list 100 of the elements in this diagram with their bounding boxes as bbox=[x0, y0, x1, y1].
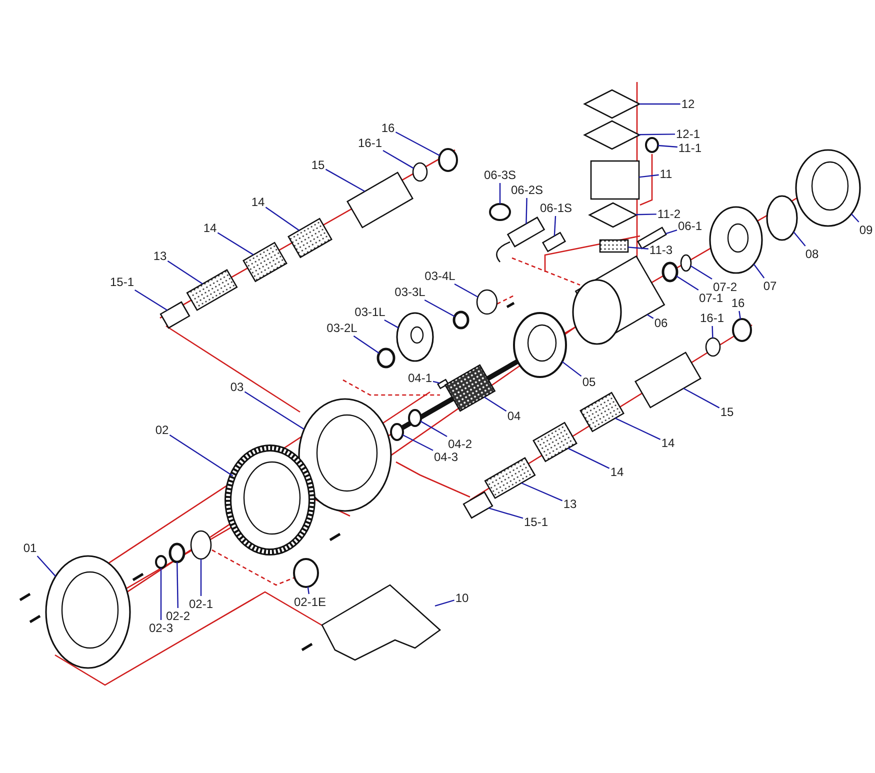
callout-number: 14 bbox=[610, 465, 624, 479]
callout-number: 15 bbox=[720, 405, 734, 419]
callout-number: 02-2 bbox=[166, 609, 190, 623]
plate-part bbox=[583, 120, 641, 150]
callout-number: 11 bbox=[660, 167, 672, 181]
leader-line bbox=[424, 299, 455, 318]
leader-line bbox=[640, 103, 680, 105]
leader-line bbox=[200, 559, 202, 596]
ring-part bbox=[705, 337, 721, 357]
callout-number: 06-3S bbox=[484, 168, 516, 182]
leader-line bbox=[562, 361, 582, 377]
callout-number: 03-2L bbox=[326, 321, 358, 335]
ring-part bbox=[298, 398, 392, 512]
ring-part bbox=[766, 195, 798, 241]
callout-number: 02-3 bbox=[148, 621, 174, 635]
callout-number: 07-1 bbox=[698, 291, 724, 305]
leader-line bbox=[712, 326, 714, 338]
callout-number: 08 bbox=[805, 247, 819, 261]
ring-part bbox=[396, 312, 434, 362]
callout-number: 06 bbox=[654, 316, 668, 330]
leader-line bbox=[638, 134, 675, 136]
callout-number: 11-1 bbox=[678, 141, 702, 155]
ring-part bbox=[293, 558, 319, 588]
leader-line bbox=[488, 508, 524, 519]
plate-part bbox=[588, 202, 638, 228]
leader-line bbox=[554, 216, 556, 236]
callout-number: 10 bbox=[455, 591, 469, 605]
leader-line bbox=[454, 283, 478, 298]
ring-part bbox=[438, 148, 458, 172]
leader-line bbox=[432, 380, 440, 384]
leader-line bbox=[484, 396, 507, 412]
callout-number: 11-2 bbox=[657, 207, 681, 221]
block-part bbox=[590, 160, 640, 200]
callout-number: 16 bbox=[381, 121, 395, 135]
leader-line bbox=[614, 418, 661, 440]
callout-number: 04 bbox=[507, 409, 521, 423]
callout-number: 11-3 bbox=[649, 243, 673, 257]
leader-line bbox=[676, 276, 699, 290]
ring-part bbox=[45, 555, 131, 669]
ring-part bbox=[489, 203, 511, 221]
leader-line bbox=[568, 448, 610, 469]
callout-number: 02-1E bbox=[294, 595, 326, 609]
callout-number: 12-1 bbox=[676, 127, 700, 141]
leader-line bbox=[521, 482, 563, 502]
leader-line bbox=[395, 132, 440, 156]
leader-line bbox=[36, 556, 56, 577]
callout-number: 02-1 bbox=[188, 597, 214, 611]
leader-line bbox=[628, 246, 648, 250]
leader-line bbox=[658, 144, 678, 148]
ring-part bbox=[168, 542, 186, 564]
callout-number: 14 bbox=[203, 221, 217, 235]
block-part bbox=[599, 239, 629, 253]
leader-line bbox=[265, 206, 300, 231]
leader-line bbox=[134, 290, 168, 311]
ring-part bbox=[680, 254, 692, 272]
callout-number: 16-1 bbox=[358, 136, 382, 150]
leader-line bbox=[793, 232, 806, 246]
callout-number: 04-3 bbox=[434, 450, 458, 464]
leader-line bbox=[244, 391, 304, 430]
ring-part bbox=[709, 206, 763, 274]
callout-number: 06-2S bbox=[510, 183, 544, 197]
callout-number: 16-1 bbox=[700, 311, 724, 325]
callout-number: 03-1L bbox=[354, 305, 386, 319]
ring-part bbox=[408, 409, 422, 427]
ring-part bbox=[155, 555, 167, 569]
ring-part bbox=[412, 162, 428, 182]
ring-part bbox=[645, 137, 659, 153]
callout-number: 02 bbox=[155, 423, 169, 437]
leader-line bbox=[307, 586, 310, 594]
callout-number: 03 bbox=[230, 380, 244, 394]
callout-number: 14 bbox=[251, 195, 265, 209]
callout-number: 13 bbox=[563, 497, 577, 511]
ring-part bbox=[662, 262, 678, 282]
ring-part bbox=[190, 530, 212, 560]
ring-part bbox=[476, 289, 498, 315]
callout-number: 04-1 bbox=[408, 371, 432, 385]
leader-line bbox=[169, 434, 234, 476]
block-part bbox=[542, 232, 566, 252]
ring-part bbox=[452, 310, 470, 330]
leader-line bbox=[636, 214, 656, 216]
callout-number: 06-1S bbox=[540, 201, 572, 215]
leader-line bbox=[176, 562, 178, 608]
ring-part bbox=[795, 149, 861, 227]
callout-number: 07-2 bbox=[712, 280, 738, 294]
leader-line bbox=[382, 150, 414, 169]
callout-number: 15-1 bbox=[524, 515, 548, 529]
leader-line bbox=[384, 319, 399, 328]
ring-part bbox=[376, 348, 396, 368]
callout-number: 06-1 bbox=[678, 219, 702, 233]
callout-number: 15-1 bbox=[110, 275, 134, 289]
ring-part bbox=[390, 423, 404, 441]
callout-number: 16 bbox=[731, 296, 745, 310]
leader-line bbox=[353, 336, 380, 354]
callout-number: 15 bbox=[311, 158, 325, 172]
callout-number: 13 bbox=[153, 249, 167, 263]
ring-part bbox=[224, 444, 316, 556]
callout-number: 04-2 bbox=[448, 437, 472, 451]
leader-line bbox=[646, 314, 654, 319]
leader-line bbox=[683, 388, 720, 408]
leader-line bbox=[738, 310, 741, 320]
